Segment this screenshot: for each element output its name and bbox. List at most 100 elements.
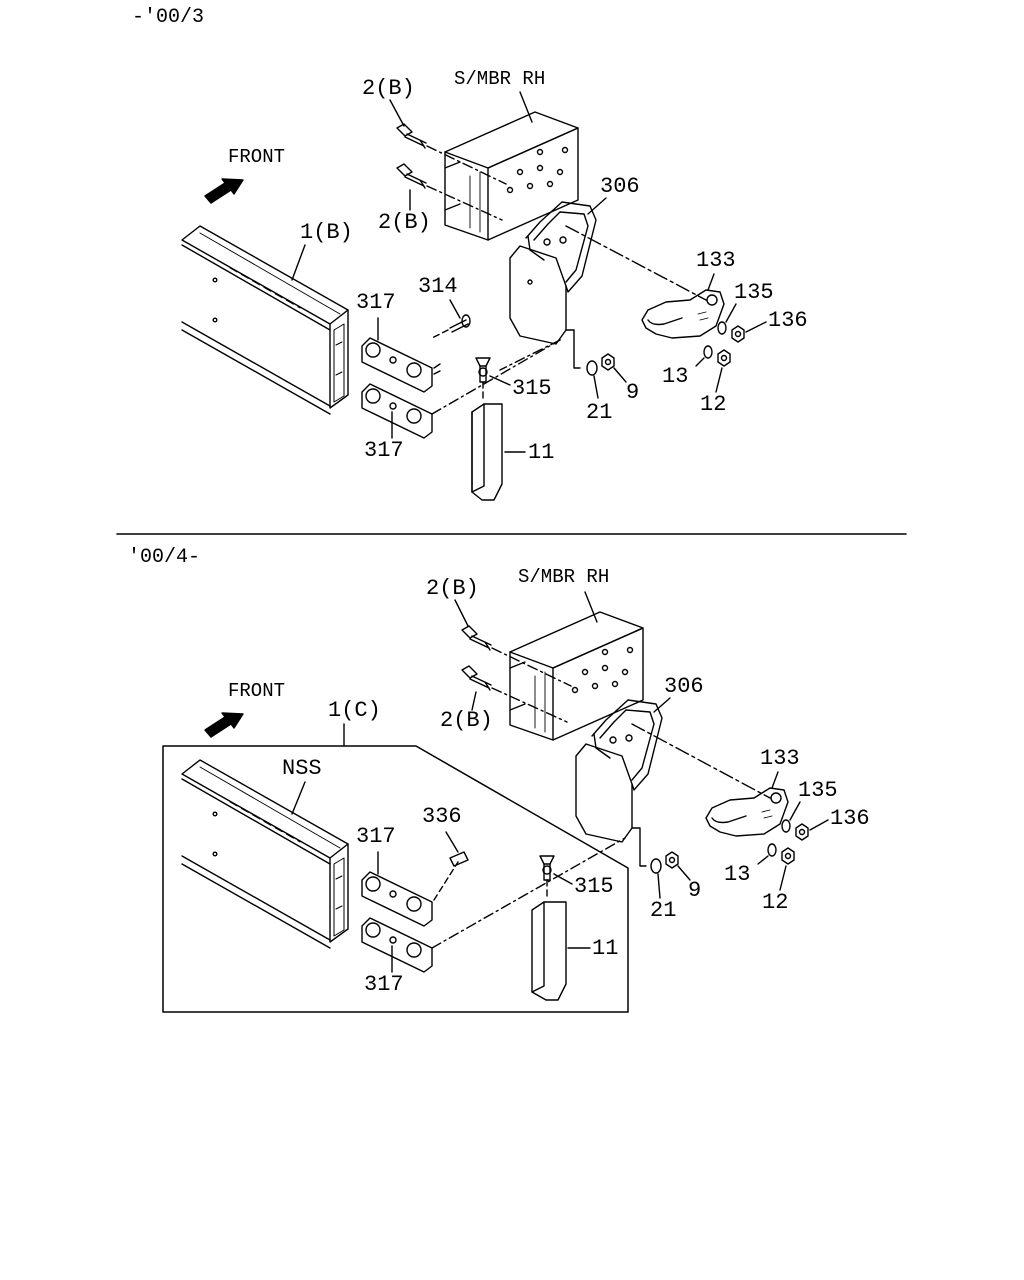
nut-12-leader: [715, 367, 723, 393]
panel-1-pad-label: 11: [528, 440, 555, 465]
panel-1-washer-135-label: 135: [734, 280, 774, 305]
panel-1-hook-label: 133: [696, 248, 736, 273]
clip-315: [475, 357, 491, 403]
nut-136-2: [795, 823, 809, 841]
pin-336-leader: [445, 831, 459, 853]
hook-133: [641, 289, 725, 339]
front-arrow: [204, 178, 244, 204]
pin-336: [449, 851, 469, 867]
washer-135-2: [781, 819, 791, 833]
nut-136: [731, 325, 745, 343]
panel-2-frame-label: 1(C): [328, 698, 381, 723]
panel-1-drawing: [181, 91, 767, 501]
nut-9-2-leader: [677, 865, 691, 881]
panel-1-nut-136-label: 136: [768, 308, 808, 333]
plate-317-top-2: [361, 861, 459, 927]
panel-2-hook-label: 133: [760, 746, 800, 771]
washer-21-2: [650, 858, 662, 874]
frame-rail-1c: [181, 759, 349, 949]
nut-9: [601, 353, 615, 371]
panel-1-nut-9-label: 9: [626, 380, 640, 405]
panel-1-screw-label: 314: [418, 274, 458, 299]
panel-2-pin-label: 336: [422, 804, 462, 829]
clip-315-2: [539, 855, 555, 899]
washer-135: [717, 321, 727, 335]
bolt-2b-top-2: [461, 625, 572, 687]
clip-315-leader: [489, 375, 511, 386]
smbr-2-leader: [584, 591, 598, 623]
smbr-leader: [519, 91, 533, 123]
panel-2-clip-label: 315: [574, 874, 614, 899]
washer-13-2-leader: [757, 855, 769, 865]
plate-317-top: [361, 337, 441, 393]
frame-1c-box: [162, 745, 629, 1013]
nut-136-leader: [745, 321, 767, 333]
nut-12-2-leader: [779, 865, 787, 891]
washer-13-leader: [695, 357, 705, 367]
side-member-rh: [444, 111, 579, 241]
hook-133-leader: [707, 273, 715, 291]
washer-13: [703, 345, 713, 359]
panel-1-bolt-bottom-label: 2(B): [378, 210, 431, 235]
pad-11-2: [531, 901, 567, 1001]
bolt-2b-bottom-2-leader: [471, 691, 477, 711]
nut-9-2: [665, 851, 679, 869]
hook-133-2: [705, 787, 789, 837]
nut-9-leader: [613, 367, 627, 383]
panel-2-drawing: [162, 591, 829, 1013]
bracket-306: [499, 201, 707, 371]
bolt-2b-top-2-leader: [454, 599, 469, 627]
bracket-306-2-leader: [653, 697, 671, 713]
frame-1b-leader: [291, 244, 306, 281]
panel-2-pad-label: 11: [592, 936, 619, 961]
screw-314: [431, 314, 471, 339]
washer-21: [586, 360, 598, 376]
washer-21-leader: [593, 375, 599, 399]
nss-leader: [291, 781, 306, 815]
nut-136-2-leader: [809, 819, 829, 831]
panel-1-bolt-top-label: 2(B): [362, 76, 415, 101]
panel-1-plate-bottom-label: 317: [364, 438, 404, 463]
panel-2-smbr-label: S/MBR RH: [518, 566, 610, 588]
plate-317-bottom: [361, 339, 561, 439]
bolt-2b-bottom: [396, 163, 503, 221]
nut-12-2: [781, 847, 795, 865]
panel-2-bracket-label: 306: [664, 674, 704, 699]
panel-1-frame-label: 1(B): [300, 220, 353, 245]
hook-133-2-leader: [771, 771, 779, 789]
washer-13-2: [767, 843, 777, 857]
panel-2-nut-12-label: 12: [762, 890, 789, 915]
panel-1-front-label: FRONT: [228, 146, 286, 168]
panel-2-bolt-top-label: 2(B): [426, 576, 479, 601]
panel-2-front-label: FRONT: [228, 680, 286, 702]
panel-2-washer-21-label: 21: [650, 898, 677, 923]
panel-2-plate-top-label: 317: [356, 824, 396, 849]
bracket-306-2: [575, 699, 771, 867]
panel-1-smbr-label: S/MBR RH: [454, 68, 546, 90]
panel-2-nut-9-label: 9: [688, 878, 702, 903]
washer-21-2-leader: [657, 873, 661, 899]
bolt-2b-bottom-2: [461, 665, 568, 723]
panel-1-nut-12-label: 12: [700, 392, 727, 417]
panel-1-bracket-label: 306: [600, 174, 640, 199]
panel-2-bolt-bottom-label: 2(B): [440, 708, 493, 733]
frame-rail-1b: [181, 225, 349, 415]
front-arrow-2: [204, 712, 244, 738]
panel-2-washer-135-label: 135: [798, 778, 838, 803]
panel-2-washer-13-label: 13: [724, 862, 751, 887]
clip-315-2-leader: [553, 873, 573, 885]
bracket-306-leader: [587, 197, 607, 215]
panel-1-washer-21-label: 21: [586, 400, 613, 425]
bolt-2b-top-leader: [389, 99, 405, 127]
plate-317-bottom-2: [361, 837, 626, 973]
nut-12: [717, 349, 731, 367]
panel-1-range-label: -'00/3: [132, 6, 205, 29]
washer-135-leader: [725, 303, 737, 323]
panel-1-plate-top-label: 317: [356, 290, 396, 315]
panel-2-nut-136-label: 136: [830, 806, 870, 831]
panel-2-plate-bottom-label: 317: [364, 972, 404, 997]
pad-11: [471, 403, 503, 501]
panel-1-washer-13-label: 13: [662, 364, 689, 389]
